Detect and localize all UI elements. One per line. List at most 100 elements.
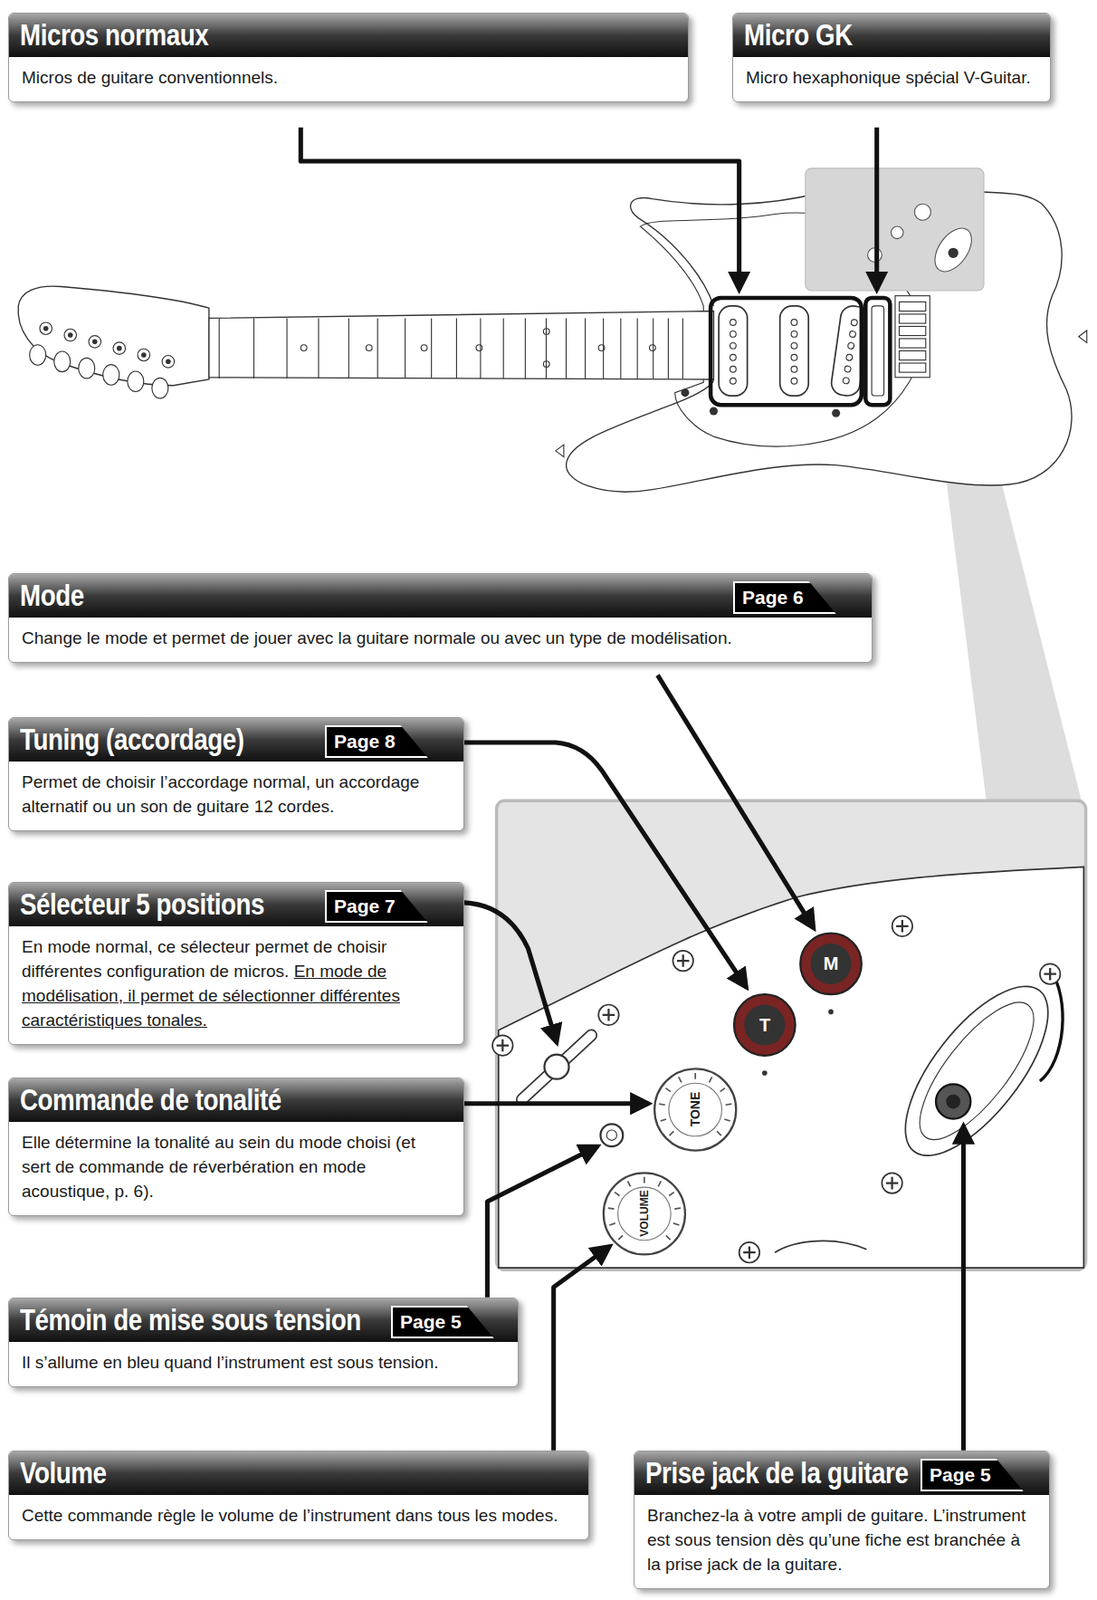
drawing-circle bbox=[649, 344, 657, 352]
drawing-path bbox=[464, 902, 558, 1042]
drawing-ellipse bbox=[103, 364, 120, 386]
drawing-line bbox=[667, 317, 669, 378]
drawing-line bbox=[627, 1180, 630, 1186]
callout-text: Change le mode et permet de jouer avec l… bbox=[21, 628, 733, 648]
drawing-circle bbox=[39, 322, 53, 335]
page-reference: Page 7 bbox=[333, 895, 396, 916]
drawing-circle bbox=[67, 332, 74, 338]
headstock bbox=[18, 286, 210, 386]
callout-text: Micros de guitare conventionnels. bbox=[21, 67, 278, 87]
drawing-circle bbox=[828, 1009, 834, 1015]
knob-label: M bbox=[823, 953, 840, 973]
drawing-circle bbox=[113, 342, 126, 355]
drawing-rect bbox=[898, 350, 926, 360]
drawing-circle bbox=[842, 377, 850, 385]
callout-text: Branchez-la à votre ampli de guitare. L’… bbox=[647, 1505, 1026, 1574]
drawing-path bbox=[1039, 968, 1063, 1081]
callout-heading: Prise jack de la guitare bbox=[645, 1450, 908, 1495]
callout-box: VolumeCette commande règle le volume de … bbox=[8, 1449, 590, 1540]
drawing-line bbox=[665, 1087, 670, 1092]
drawing-line bbox=[725, 1103, 733, 1105]
drawing-circle bbox=[730, 353, 737, 361]
drawing-circle bbox=[137, 348, 151, 362]
drawing-circle bbox=[810, 943, 851, 984]
knob-label: T bbox=[759, 1015, 771, 1034]
drawing-line bbox=[503, 317, 505, 378]
callout-body: Permet de choisir l’accordage normal, un… bbox=[9, 761, 464, 830]
drawing-rect bbox=[898, 314, 926, 324]
jack-hole bbox=[935, 1083, 971, 1118]
drawing-circle bbox=[543, 328, 550, 335]
drawing-line bbox=[720, 1087, 725, 1092]
drawing-ellipse bbox=[152, 377, 169, 399]
drawing-line bbox=[658, 1180, 661, 1186]
heading-band: Micros normaux bbox=[9, 13, 688, 58]
drawing-circle bbox=[165, 358, 172, 364]
callout-heading: Témoin de mise sous tension bbox=[19, 1297, 362, 1342]
drawing-path bbox=[486, 1145, 598, 1298]
drawing-line bbox=[584, 317, 586, 378]
drawing-path bbox=[886, 1176, 899, 1190]
tuning-knob bbox=[734, 993, 796, 1056]
drawing-line bbox=[286, 317, 287, 378]
callout-body: Branchez-la à votre ampli de guitare. L’… bbox=[634, 1494, 1050, 1588]
drawing-g bbox=[18, 127, 1088, 1450]
callout-text: Cette commande règle le volume de l’inst… bbox=[21, 1505, 558, 1525]
drawing-path bbox=[677, 953, 690, 967]
drawing-circle bbox=[744, 1004, 785, 1046]
page-reference: Page 5 bbox=[929, 1463, 992, 1485]
drawing-line bbox=[673, 1222, 679, 1225]
drawing-circle bbox=[43, 325, 49, 332]
tone-knob bbox=[654, 1068, 736, 1150]
drawing-line bbox=[709, 1076, 713, 1082]
drawing-circle bbox=[141, 352, 147, 358]
callout-body: Cette commande règle le volume de l’inst… bbox=[9, 1494, 589, 1539]
drawing-circle bbox=[64, 328, 77, 342]
page-reference: Page 6 bbox=[742, 586, 804, 608]
selector-lever bbox=[522, 1034, 592, 1099]
callout-heading: Micros normaux bbox=[19, 13, 209, 58]
callout-body: Il s’allume en bleu quand l’instrument e… bbox=[9, 1341, 518, 1386]
drawing-g bbox=[780, 305, 810, 396]
drawing-line bbox=[253, 317, 255, 378]
heading-band: Commande de tonalité bbox=[9, 1077, 464, 1122]
drawing-g bbox=[29, 322, 175, 399]
callout-text: Elle détermine la tonalité au sein du mo… bbox=[21, 1132, 416, 1201]
drawing-line bbox=[716, 1130, 722, 1136]
knob-label: TONE bbox=[688, 1091, 702, 1127]
callout-heading: Commande de tonalité bbox=[19, 1077, 282, 1122]
drawing-ellipse bbox=[127, 371, 144, 392]
drawing-line bbox=[614, 1192, 620, 1196]
drawing-circle bbox=[543, 1054, 569, 1079]
drawing-circle bbox=[730, 319, 737, 326]
drawing-line bbox=[317, 317, 319, 378]
neck bbox=[209, 311, 715, 380]
heading-band: Volume bbox=[9, 1450, 589, 1495]
drawing-path bbox=[496, 1039, 510, 1052]
callout-heading: Micro GK bbox=[744, 13, 853, 58]
drawing-line bbox=[404, 317, 406, 378]
drawing-line bbox=[602, 317, 604, 378]
callout-body: Micro hexaphonique spécial V-Guitar. bbox=[733, 57, 1050, 102]
jack-plate bbox=[879, 963, 1073, 1178]
drawing-path bbox=[874, 127, 879, 290]
drawing-line bbox=[724, 1118, 730, 1121]
drawing-path bbox=[464, 1100, 649, 1106]
drawing-circle bbox=[1039, 963, 1061, 984]
drawing-g bbox=[219, 317, 683, 378]
drawing-rect bbox=[898, 325, 926, 335]
drawing-g bbox=[492, 915, 1060, 1263]
power-led bbox=[600, 1123, 623, 1146]
drawing-rect bbox=[718, 305, 748, 396]
callout-heading: Volume bbox=[19, 1450, 107, 1495]
drawing-line bbox=[637, 317, 639, 378]
drawing-circle bbox=[476, 344, 483, 352]
page-reference: Page 8 bbox=[333, 730, 396, 752]
drawing-circle bbox=[844, 365, 852, 373]
pickup-highlight bbox=[710, 297, 862, 405]
drawing-path bbox=[555, 444, 564, 458]
drawing-circle bbox=[791, 365, 798, 373]
bridge bbox=[895, 295, 930, 378]
control-area bbox=[805, 168, 984, 291]
